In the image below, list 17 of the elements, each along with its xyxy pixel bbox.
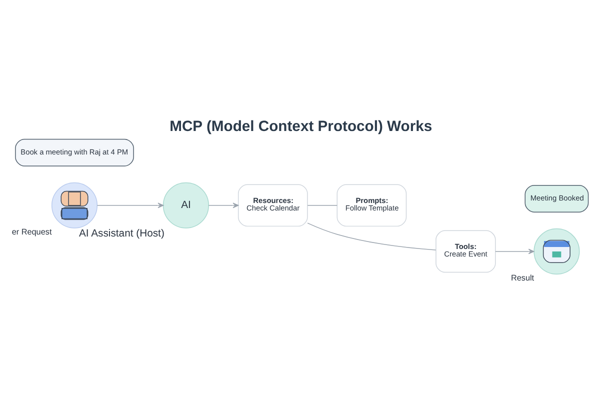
node-box: Book a meeting with Raj at 4 PM xyxy=(15,138,134,166)
node-person xyxy=(51,182,98,228)
node-box: Resources: Check Calendar xyxy=(238,184,308,227)
node-label: Result xyxy=(510,274,534,283)
arrow xyxy=(96,202,164,208)
connector xyxy=(307,205,338,206)
diagram-title: MCP (Model Context Protocol) Works xyxy=(170,119,432,136)
arrow xyxy=(495,248,534,254)
node-box: Tools: Create Event xyxy=(436,230,496,273)
node-box: Meeting Booked xyxy=(524,184,589,212)
connector xyxy=(307,222,436,250)
node-box: Prompts: Follow Template xyxy=(336,184,407,227)
node-label: er Request xyxy=(12,228,52,237)
arrow xyxy=(208,202,239,208)
node-circle: AI xyxy=(162,182,209,228)
node-picture xyxy=(534,228,580,274)
node-label: AI Assistant (Host) xyxy=(78,228,164,240)
